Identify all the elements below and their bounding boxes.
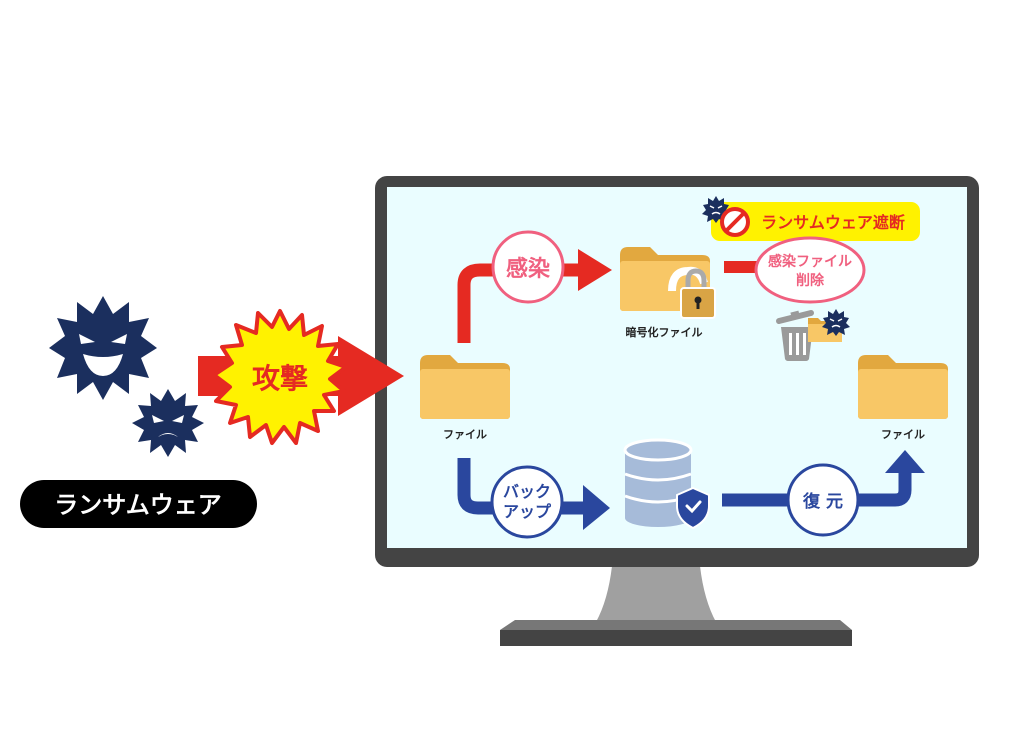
- virus-large-icon: [49, 296, 157, 400]
- delete-label-line2: 削除: [796, 272, 825, 289]
- infect-badge: 感染: [491, 230, 565, 304]
- trash-icon: [776, 310, 814, 361]
- infect-arrow: [457, 249, 612, 343]
- virus-small-icon: [132, 389, 204, 457]
- backup-badge: バック アップ: [490, 465, 564, 539]
- source-folder-icon: [420, 355, 510, 419]
- prohibited-icon: [720, 207, 750, 237]
- backup-arrow: [457, 458, 610, 530]
- delete-label-line1: 感染ファイル: [768, 253, 852, 270]
- delete-badge: 感染ファイル 削除: [754, 236, 866, 304]
- restored-folder-icon: [858, 355, 948, 419]
- database-icon: [623, 438, 693, 527]
- ransomware-pill: ランサムウェア: [20, 480, 257, 528]
- restore-arrow: [722, 450, 925, 507]
- attack-label: 攻撃: [252, 362, 308, 395]
- shield-check-icon: [676, 486, 710, 530]
- encrypted-folder-icon: [620, 247, 710, 311]
- block-badge: ランサムウェア遮断: [701, 195, 920, 241]
- block-label: ランサムウェア遮断: [761, 213, 905, 232]
- delete-connector: [724, 261, 760, 273]
- monitor-base: [500, 630, 852, 646]
- ransomware-label: ランサムウェア: [54, 491, 222, 519]
- restore-label: 復 元: [802, 491, 843, 512]
- restore-badge: 復 元: [786, 463, 860, 537]
- infect-label: 感染: [506, 256, 550, 282]
- monitor-neck: [596, 566, 716, 622]
- backup-label-line2: アップ: [503, 502, 552, 521]
- attack-burst: [212, 309, 348, 445]
- backup-label-line1: バック: [503, 482, 551, 501]
- monitor-base-top: [500, 620, 852, 630]
- encrypted-file-label: 暗号化ファイル: [626, 325, 703, 339]
- source-file-label: ファイル: [443, 428, 487, 441]
- restored-file-label: ファイル: [881, 428, 925, 441]
- lock-icon: [680, 287, 716, 319]
